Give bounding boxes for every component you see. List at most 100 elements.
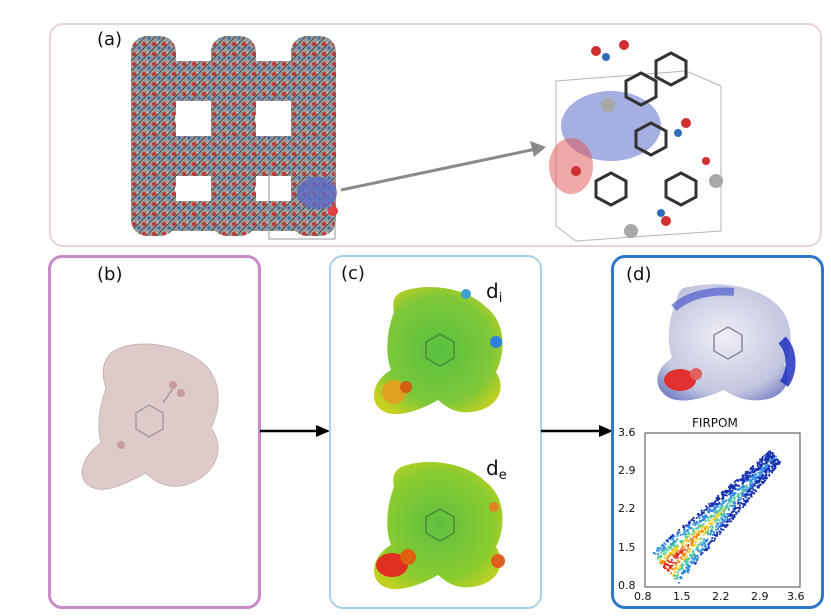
fingerprint-point xyxy=(710,516,712,519)
fingerprint-point xyxy=(711,524,713,527)
fingerprint-point xyxy=(681,563,684,566)
fingerprint-point xyxy=(696,513,699,515)
fingerprint-point xyxy=(735,479,738,481)
fingerprint-point xyxy=(671,549,674,552)
fingerprint-point xyxy=(761,468,763,471)
de-label: de xyxy=(486,456,507,483)
fingerprint-point xyxy=(692,541,694,544)
fingerprint-point xyxy=(751,478,754,481)
fingerprint-point xyxy=(688,525,690,528)
fingerprint-point xyxy=(674,563,677,566)
fingerprint-point xyxy=(721,504,724,507)
fingerprint-point xyxy=(688,565,691,568)
fingerprint-point xyxy=(656,557,659,560)
fingerprint-point xyxy=(733,481,736,483)
fingerprint-point xyxy=(662,560,664,563)
fingerprint-point xyxy=(774,459,777,461)
fingerprint-point xyxy=(687,564,690,566)
fingerprint-point xyxy=(763,479,766,482)
fingerprint-point xyxy=(713,532,715,534)
fingerprint-point xyxy=(711,523,713,526)
fingerprint-point xyxy=(716,521,718,524)
fingerprint-point xyxy=(732,518,734,521)
fingerprint-point xyxy=(681,567,684,569)
fingerprint-point xyxy=(679,564,681,567)
fingerprint-point xyxy=(731,492,733,494)
fingerprint-point xyxy=(713,500,716,503)
fingerprint-point xyxy=(732,502,735,505)
fingerprint-point xyxy=(727,502,729,505)
fingerprint-point xyxy=(702,523,705,525)
fingerprint-point xyxy=(700,526,702,529)
fingerprint-point xyxy=(708,520,710,522)
fingerprint-point xyxy=(730,486,732,488)
fingerprint-point xyxy=(767,458,769,461)
fingerprint-point xyxy=(713,534,716,536)
fingerprint-point xyxy=(674,568,676,571)
fingerprint-point xyxy=(700,524,702,527)
fingerprint-point xyxy=(682,526,684,528)
fingerprint-point xyxy=(693,521,696,524)
fingerprint-point xyxy=(676,533,679,536)
fingerprint-point xyxy=(762,467,765,469)
fingerprint-point xyxy=(714,517,716,520)
fingerprint-point xyxy=(753,471,756,473)
fingerprint-point xyxy=(687,526,690,529)
fingerprint-point xyxy=(755,490,758,493)
fingerprint-point xyxy=(695,517,698,519)
fingerprint-point xyxy=(684,533,687,535)
fingerprint-point xyxy=(668,552,670,555)
fingerprint-point xyxy=(751,474,754,476)
fingerprint-point xyxy=(742,504,745,507)
fingerprint-point xyxy=(777,459,779,462)
x-tick-label: 1.5 xyxy=(673,590,691,603)
fingerprint-point xyxy=(750,495,752,497)
fingerprint-point xyxy=(770,456,772,458)
fingerprint-point xyxy=(692,553,695,556)
fingerprint-point xyxy=(721,500,724,503)
fingerprint-point xyxy=(671,534,674,536)
fingerprint-point xyxy=(686,568,689,570)
fingerprint-point xyxy=(705,540,707,543)
fingerprint-point xyxy=(704,529,707,532)
fingerprint-point xyxy=(660,544,663,547)
fingerprint-point xyxy=(694,524,697,527)
fingerprint-point xyxy=(731,497,734,499)
fingerprint-point xyxy=(695,547,698,550)
fingerprint-point xyxy=(703,542,706,544)
fingerprint-point xyxy=(712,514,714,517)
fingerprint-point xyxy=(722,514,725,517)
fingerprint-point xyxy=(717,499,719,501)
fingerprint-point xyxy=(742,498,745,500)
fingerprint-point xyxy=(664,543,667,546)
fingerprint-point xyxy=(765,474,768,477)
fingerprint-point xyxy=(745,489,748,491)
panel-b: (b) xyxy=(48,255,261,609)
fingerprint-point xyxy=(718,514,720,517)
fingerprint-point xyxy=(765,477,768,480)
fingerprint-point xyxy=(691,544,694,547)
fingerprint-point xyxy=(673,555,675,558)
fingerprint-point xyxy=(768,450,770,453)
fingerprint-point xyxy=(729,501,732,504)
fingerprint-point xyxy=(721,497,724,500)
fingerprint-point xyxy=(707,533,710,536)
fingerprint-point xyxy=(747,478,749,480)
fingerprint-point xyxy=(673,575,676,577)
fingerprint-point xyxy=(687,561,689,564)
fingerprint-point xyxy=(665,567,667,570)
fingerprint-point xyxy=(730,512,733,515)
fingerprint-point xyxy=(775,455,777,458)
fingerprint-point xyxy=(714,509,716,512)
chart-title: FIRPOM xyxy=(692,416,738,430)
fingerprint-point xyxy=(756,485,759,487)
fingerprint-point xyxy=(692,529,694,532)
fingerprint-point xyxy=(724,526,727,528)
fingerprint-point xyxy=(664,548,666,551)
fingerprint-point xyxy=(725,499,728,502)
fingerprint-point xyxy=(694,541,697,544)
fingerprint-point xyxy=(663,550,665,552)
fingerprint-point xyxy=(688,535,691,538)
fingerprint-point xyxy=(732,500,734,503)
fingerprint-point xyxy=(701,529,703,532)
